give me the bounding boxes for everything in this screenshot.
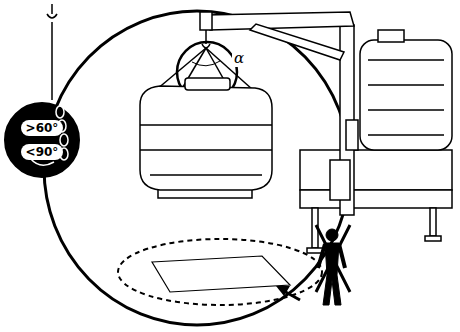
- angle-text: >60°: [21, 120, 64, 136]
- angle-symbol: α: [232, 50, 246, 67]
- angle-text: <90°: [21, 144, 64, 160]
- angle-inset: >60° <90°: [5, 103, 79, 177]
